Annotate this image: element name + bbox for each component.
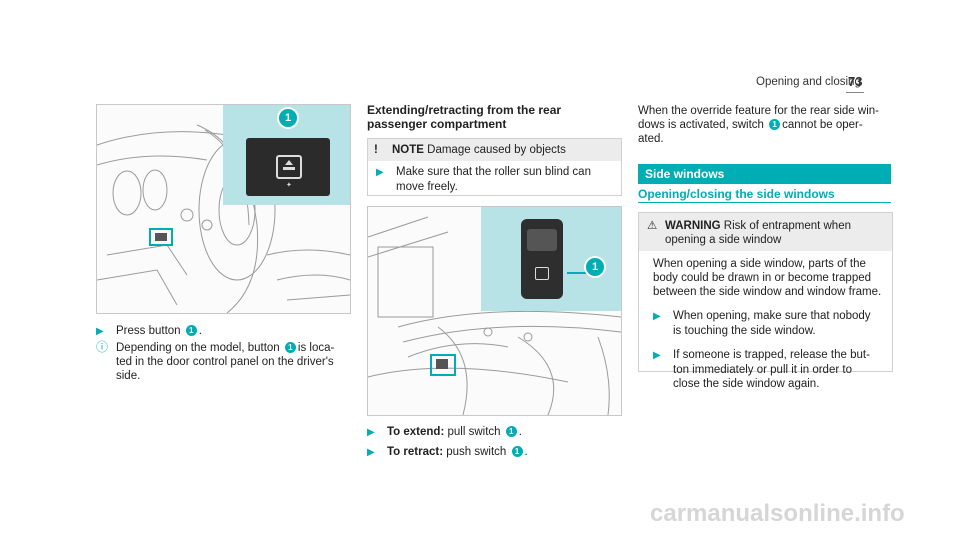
step-arrow-icon: ▶ bbox=[653, 350, 661, 361]
warning-step-2: ▶If someone is trapped, release the but-… bbox=[653, 349, 870, 390]
callout-1: 1 bbox=[586, 258, 604, 276]
section-bar-side-windows: Side windows bbox=[638, 164, 891, 184]
step-extend: ▶To extend: pull switch 1. bbox=[367, 426, 522, 438]
note-box: !NOTE Damage caused by objects ▶Make sur… bbox=[367, 138, 622, 196]
step-arrow-icon: ▶ bbox=[96, 326, 104, 337]
sunblind-switch-icon bbox=[535, 267, 549, 280]
info-icon: ⓘ bbox=[96, 340, 109, 354]
step-arrow-icon: ▶ bbox=[376, 167, 384, 178]
note-header: !NOTE Damage caused by objects bbox=[368, 139, 621, 161]
step-press-button: ▶Press button 1. bbox=[96, 325, 202, 337]
page-number: 73 bbox=[848, 74, 863, 89]
step-arrow-icon: ▶ bbox=[653, 311, 661, 322]
figure-dashboard-button: ✦ 1 bbox=[96, 104, 351, 314]
running-header: Opening and closing bbox=[756, 76, 861, 88]
button-inset: ✦ bbox=[223, 105, 350, 205]
switch-inset bbox=[481, 207, 621, 311]
warning-box: ⚠WARNING Risk of entrapment when opening… bbox=[638, 212, 893, 390]
door-illustration bbox=[368, 216, 621, 415]
warning-body: When opening a side window, parts of the… bbox=[639, 251, 892, 397]
callout-1: 1 bbox=[279, 109, 297, 127]
note-step: ▶Make sure that the roller sun blind can… bbox=[376, 166, 591, 193]
warning-step-1: ▶When opening, make sure that nobody is … bbox=[653, 310, 871, 337]
step-arrow-icon: ▶ bbox=[367, 447, 375, 458]
switch-panel: ✦ bbox=[246, 138, 330, 196]
step-retract: ▶To retract: push switch 1. bbox=[367, 446, 528, 458]
dashboard-illustration bbox=[97, 124, 350, 313]
warning-triangle-icon: ⚠ bbox=[647, 220, 658, 232]
step-arrow-icon: ▶ bbox=[367, 427, 375, 438]
figure-door-switch: 1 bbox=[367, 206, 622, 416]
warning-header: ⚠WARNING Risk of entrapment when opening… bbox=[639, 213, 892, 251]
override-intro: When the override feature for the rear s… bbox=[638, 105, 879, 145]
rear-switch-panel bbox=[521, 219, 563, 299]
section-heading: Extending/retracting from the rear passe… bbox=[367, 103, 562, 131]
callout-ref: 1 bbox=[505, 426, 517, 437]
warning-text: When opening a side window, parts of the… bbox=[653, 258, 882, 298]
callout-ref: 1 bbox=[511, 446, 523, 457]
callout-ref: 1 bbox=[284, 342, 296, 353]
callout-ref: 1 bbox=[185, 325, 197, 336]
callout-ref: 1 bbox=[769, 119, 781, 130]
window-switch-icon bbox=[276, 155, 302, 179]
watermark: carmanualsonline.info bbox=[650, 500, 905, 527]
sub-heading: Opening/closing the side windows bbox=[638, 187, 835, 201]
sub-heading-rule bbox=[638, 202, 891, 203]
page-number-rule bbox=[846, 92, 864, 93]
exclamation-icon: ! bbox=[374, 144, 378, 156]
